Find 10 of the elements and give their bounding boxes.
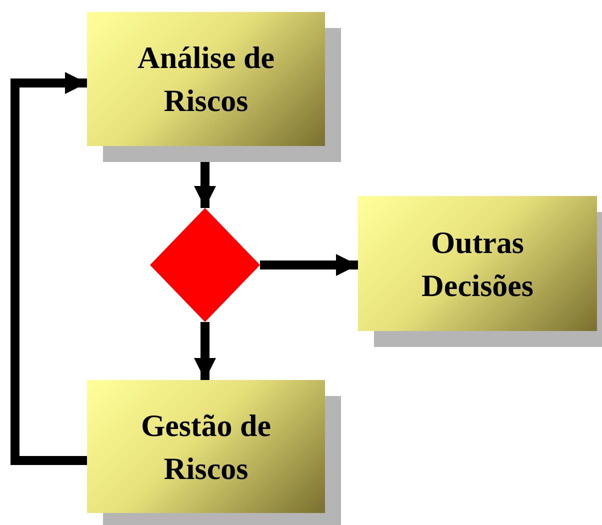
process-box bbox=[87, 12, 325, 146]
decision-diamond bbox=[150, 208, 260, 322]
arrow bbox=[10, 72, 87, 465]
arrow bbox=[260, 254, 358, 276]
process-box bbox=[358, 196, 597, 331]
arrow bbox=[194, 322, 216, 380]
box-label: Outras Decisões bbox=[420, 224, 534, 304]
box-label: Gestão de Riscos bbox=[140, 406, 272, 488]
box-label: Análise de Riscos bbox=[136, 39, 276, 120]
process-box bbox=[87, 380, 325, 513]
